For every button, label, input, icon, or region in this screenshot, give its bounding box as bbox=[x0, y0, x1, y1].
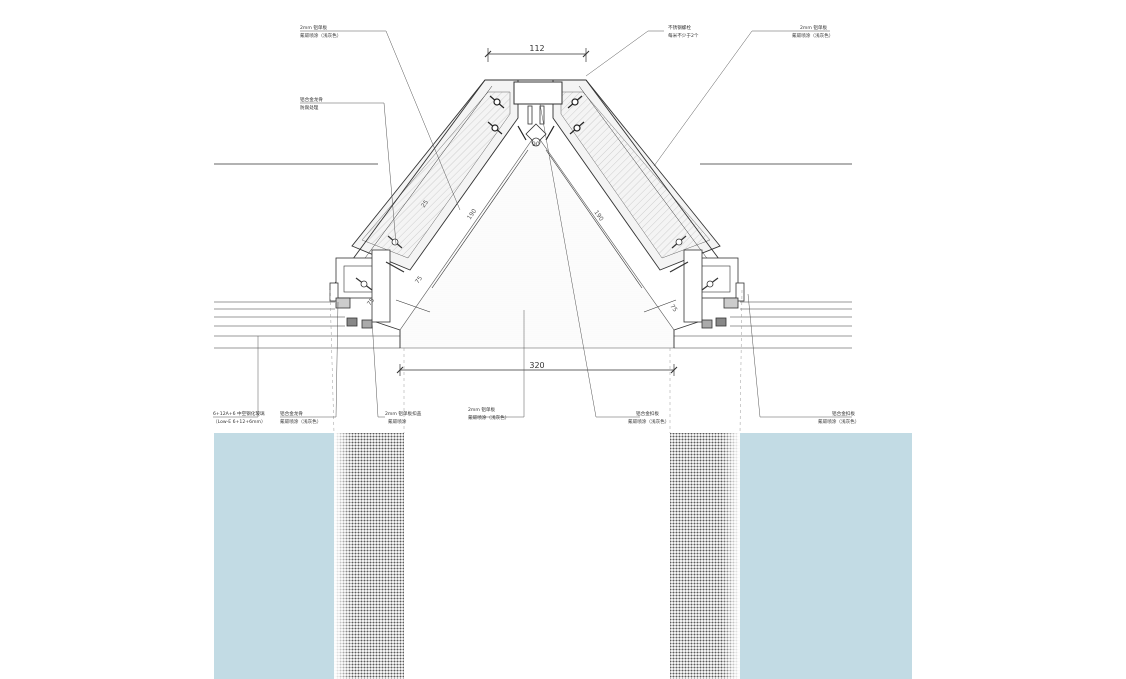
label-bottom-5b: 氟碳喷涂（浅灰色） bbox=[628, 418, 669, 425]
bolt-group-top bbox=[487, 95, 585, 141]
dim-bottom-width: 320 bbox=[529, 361, 544, 370]
label-top-center-2: 每米不少于2个 bbox=[668, 32, 699, 39]
label-bottom-4b: 氟碳喷涂（浅灰色） bbox=[468, 414, 509, 421]
label-bottom-1b: （Low-E 6+12+6mm） bbox=[213, 419, 266, 425]
dim-left-offset: 75 bbox=[414, 275, 424, 285]
dimension-top bbox=[484, 48, 590, 62]
left-frame-profile bbox=[329, 235, 405, 348]
label-top-right-2: 氟碳喷涂（浅灰色） bbox=[792, 32, 833, 39]
dim-left-offset-lower: 75 bbox=[366, 297, 376, 307]
elevation-view bbox=[214, 433, 912, 679]
dim-left-small: 25 bbox=[420, 199, 430, 209]
right-frame-profile bbox=[669, 235, 745, 348]
dim-top-width: 112 bbox=[529, 44, 544, 53]
label-bottom-3b: 氟碳喷涂 bbox=[388, 418, 407, 425]
top-cap-box bbox=[513, 81, 563, 105]
label-bottom-6a: 铝合金扣板 bbox=[832, 410, 855, 417]
label-bottom-4a: 2mm 铝单板 bbox=[468, 406, 496, 413]
label-bottom-3a: 2mm 铝单板扣盖 bbox=[385, 410, 422, 417]
dim-left-diagonal: 190 bbox=[466, 208, 478, 222]
label-top-left-1: 2mm 铝单板 bbox=[300, 24, 328, 31]
dim-center-angle: 90 bbox=[532, 141, 540, 148]
label-left-mid-2: 防腐处理 bbox=[300, 104, 319, 111]
section-view bbox=[213, 30, 852, 434]
glass-panel-right bbox=[740, 433, 912, 679]
dim-right-offset-lower: 75 bbox=[668, 303, 678, 313]
label-bottom-2b: 氟碳喷涂（浅灰色） bbox=[280, 418, 321, 425]
label-bottom-1a: 6+12A+6 中空钢化玻璃 bbox=[213, 410, 265, 417]
label-bottom-2a: 铝合金龙骨 bbox=[280, 410, 303, 417]
dimension-bottom bbox=[396, 364, 678, 376]
label-top-left-2: 氟碳喷涂（浅灰色） bbox=[300, 32, 341, 39]
leader-lines bbox=[213, 30, 852, 418]
label-bottom-5a: 铝合金扣板 bbox=[636, 410, 659, 417]
callout-texts: 2mm 铝单板 氟碳喷涂（浅灰色） 不锈钢螺栓 每米不少于2个 2mm 铝单板 … bbox=[213, 24, 859, 425]
label-bottom-6b: 氟碳喷涂（浅灰色） bbox=[818, 418, 859, 425]
inner-cavity bbox=[399, 133, 675, 349]
label-top-center-1: 不锈钢螺栓 bbox=[668, 24, 691, 31]
glass-panel-left bbox=[214, 433, 334, 679]
label-left-mid-1: 铝合金龙骨 bbox=[300, 96, 323, 103]
label-top-right-1: 2mm 铝单板 bbox=[800, 24, 828, 31]
